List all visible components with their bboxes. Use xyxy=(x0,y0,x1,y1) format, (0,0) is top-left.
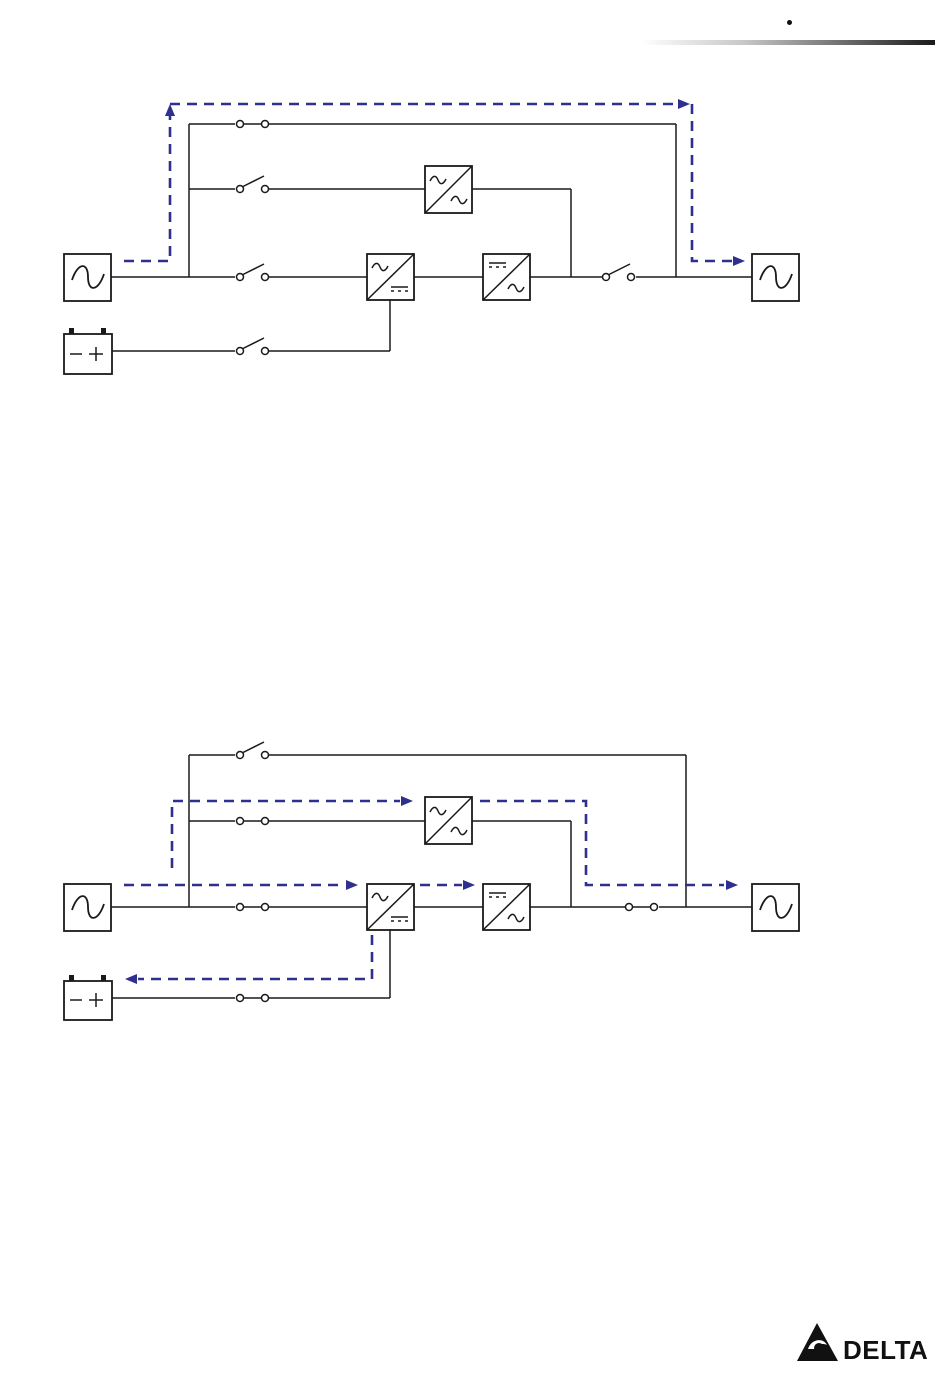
wiring xyxy=(111,124,752,351)
switch-input-open xyxy=(237,264,269,281)
ac-load-icon xyxy=(752,884,799,931)
ac-source-icon xyxy=(64,884,111,931)
ac-load-icon xyxy=(752,254,799,301)
switch-output-closed xyxy=(626,904,658,911)
switch-battery-open xyxy=(237,338,269,355)
header-bullet xyxy=(787,20,792,25)
rectifier-icon xyxy=(367,254,414,300)
bypass-converter-icon xyxy=(425,166,472,213)
header-rule xyxy=(640,40,935,45)
delta-logo-mark xyxy=(797,1323,838,1361)
switch-battery-closed xyxy=(237,995,269,1002)
inverter-icon xyxy=(483,884,530,930)
ac-source-icon xyxy=(64,254,111,301)
switch-converter-bypass-open xyxy=(237,176,269,193)
delta-logo-text: DELTA xyxy=(843,1335,928,1365)
rectifier-icon xyxy=(367,884,414,930)
battery-icon xyxy=(64,975,112,1020)
switch-converter-bypass-closed xyxy=(237,818,269,825)
diagram-normal-mode xyxy=(0,730,950,1030)
inverter-icon xyxy=(483,254,530,300)
switch-input-closed xyxy=(237,904,269,911)
wiring xyxy=(111,755,752,998)
delta-logo: DELTA xyxy=(795,1315,945,1365)
diagram-bypass-mode xyxy=(0,90,950,390)
switch-static-bypass-open xyxy=(237,742,269,759)
switch-output-open xyxy=(603,264,635,281)
battery-icon xyxy=(64,328,112,374)
switch-static-bypass-closed xyxy=(237,121,269,128)
bypass-converter-icon xyxy=(425,797,472,844)
